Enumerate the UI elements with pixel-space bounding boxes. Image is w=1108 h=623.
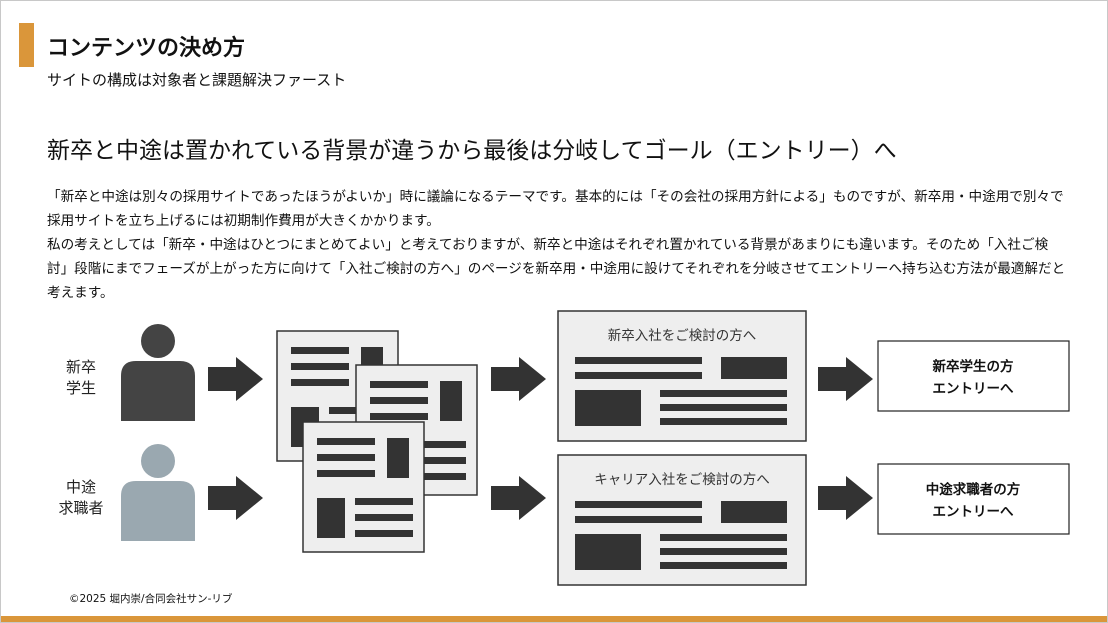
section-heading: 新卒と中途は置かれている背景が違うから最後は分岐してゴール（エントリー）へ [47,138,897,164]
copyright: ©2025 堀内崇/合同会社サン-リブ [69,593,233,605]
arrow-icon [491,357,546,401]
career-label: 中途 求職者 [58,478,103,517]
career-entry-box: 中途求職者の方 エントリーへ [877,463,1070,535]
document-icon [302,421,425,553]
svg-text:エントリーへ: エントリーへ [933,381,1014,397]
svg-text:求職者: 求職者 [58,499,103,517]
svg-text:新卒: 新卒 [66,358,96,376]
svg-text:エントリーへ: エントリーへ [933,504,1014,520]
paragraph: 「新卒と中途は別々の採用サイトであったほうがよいか」時に議論になるテーマです。基… [47,189,1064,229]
career-page-title: キャリア入社をご検討の方へ [594,472,770,488]
svg-text:新卒学生の方: 新卒学生の方 [933,358,1014,375]
slide-title: コンテンツの決め方 [47,36,246,61]
svg-text:中途求職者の方: 中途求職者の方 [926,481,1021,498]
body-text: 「新卒と中途は別々の採用サイトであったほうがよいか」時に議論になるテーマです。基… [47,185,1067,305]
arrow-icon [818,476,873,520]
svg-text:学生: 学生 [66,379,96,397]
arrow-icon [491,476,546,520]
person-icon-career [121,444,195,541]
footer-bar [1,616,1107,622]
new-grad-page-title: 新卒入社をご検討の方へ [608,328,757,344]
new-grad-label: 新卒 学生 [66,358,96,397]
arrow-icon [208,357,263,401]
title-accent-bar [19,23,34,67]
person-icon-new-grad [121,324,195,421]
svg-text:中途: 中途 [66,478,96,496]
slide-subtitle: サイトの構成は対象者と課題解決ファースト [47,71,347,89]
arrow-icon [818,357,873,401]
paragraph: 私の考えとしては「新卒・中途はひとつにまとめてよい」と考えておりますが、新卒と中… [47,237,1066,301]
arrow-icon [208,476,263,520]
new-grad-entry-box: 新卒学生の方 エントリーへ [877,340,1070,412]
